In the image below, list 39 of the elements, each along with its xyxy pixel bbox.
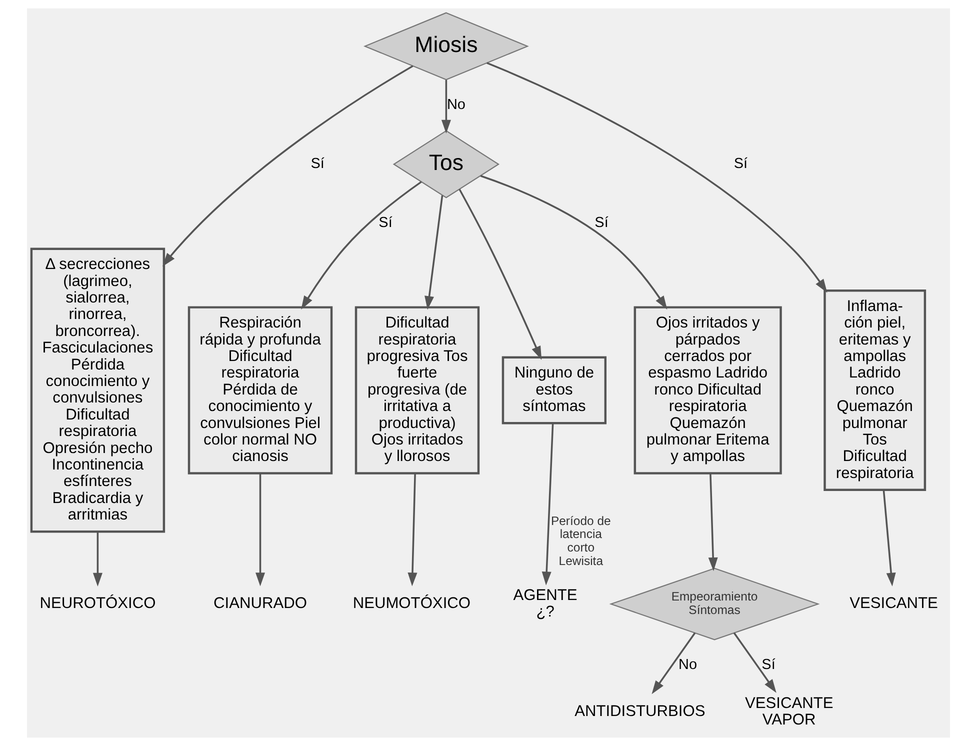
node-text: NEUROTÓXICO [40,595,156,612]
arrow [408,473,418,586]
node-diamond: Empeoramiento Síntomas [609,568,820,640]
edge-label: No [678,657,698,674]
node-text: VESICANTE [850,595,938,612]
node-box: Respiración rápida y profunda Dificultad respiratoria Pérdida de conocimiento y convulsiones Piel color normal NO cianosis [188,306,333,474]
edge-label: Sí [734,156,748,172]
node-diamond: Tos [392,130,500,198]
arrow [486,62,828,293]
node-box: Ninguno de estos síntomas [502,356,607,424]
arrow [301,181,422,310]
node-text: AGENTE ¿? [513,586,578,620]
node-box: Δ secrecciones (lagrimeo, sialorrea, rinorrea, broncorrea). Fasciculaciones Pérdida conocimiento y convulsiones Dificultad respiratoria Opresión pecho Incontinencia esfínteres Bradicardia y arritmias [30,248,166,533]
node-label: Período de latencia corto Lewisita [550,514,611,568]
arrow [542,423,554,586]
edge-label: Sí [762,657,776,674]
arrow [733,632,776,693]
arrow [708,473,718,572]
edge-label: No [446,97,466,114]
node-box: Dificultad respiratoria progresiva Tos fuerte progresiva (de irritativa a productiva) Ojos irritados y llorosos [354,306,480,474]
node-text: NEUMOTÓXICO [352,595,471,612]
arrow [162,65,414,267]
node-text: ANTIDISTURBIOS [574,703,706,720]
node-box: Ojos irritados y párpados cerrados por espasmo Ladrido ronco Dificultad respiratoria Quemazón pulmonar Eritema y ampollas [634,306,782,474]
node-text: CIANURADO [214,595,307,612]
arrow [652,632,696,694]
arrow [92,532,102,587]
arrow [458,188,542,360]
node-diamond: Miosis [363,12,529,80]
edge-label: Sí [310,156,324,172]
arrow [441,80,451,134]
arrow [882,490,896,586]
edge-label: Sí [378,215,392,232]
arrow [424,195,444,310]
node-text: VESICANTE VAPOR [744,694,834,728]
edge-label: Sí [594,215,608,232]
arrow [256,473,266,586]
arrow [480,175,668,310]
node-box: Inflama- ción piel, eritemas y ampollas Ladrido ronco Quemazón pulmonar Tos Dificultad respiratoria [824,290,926,492]
